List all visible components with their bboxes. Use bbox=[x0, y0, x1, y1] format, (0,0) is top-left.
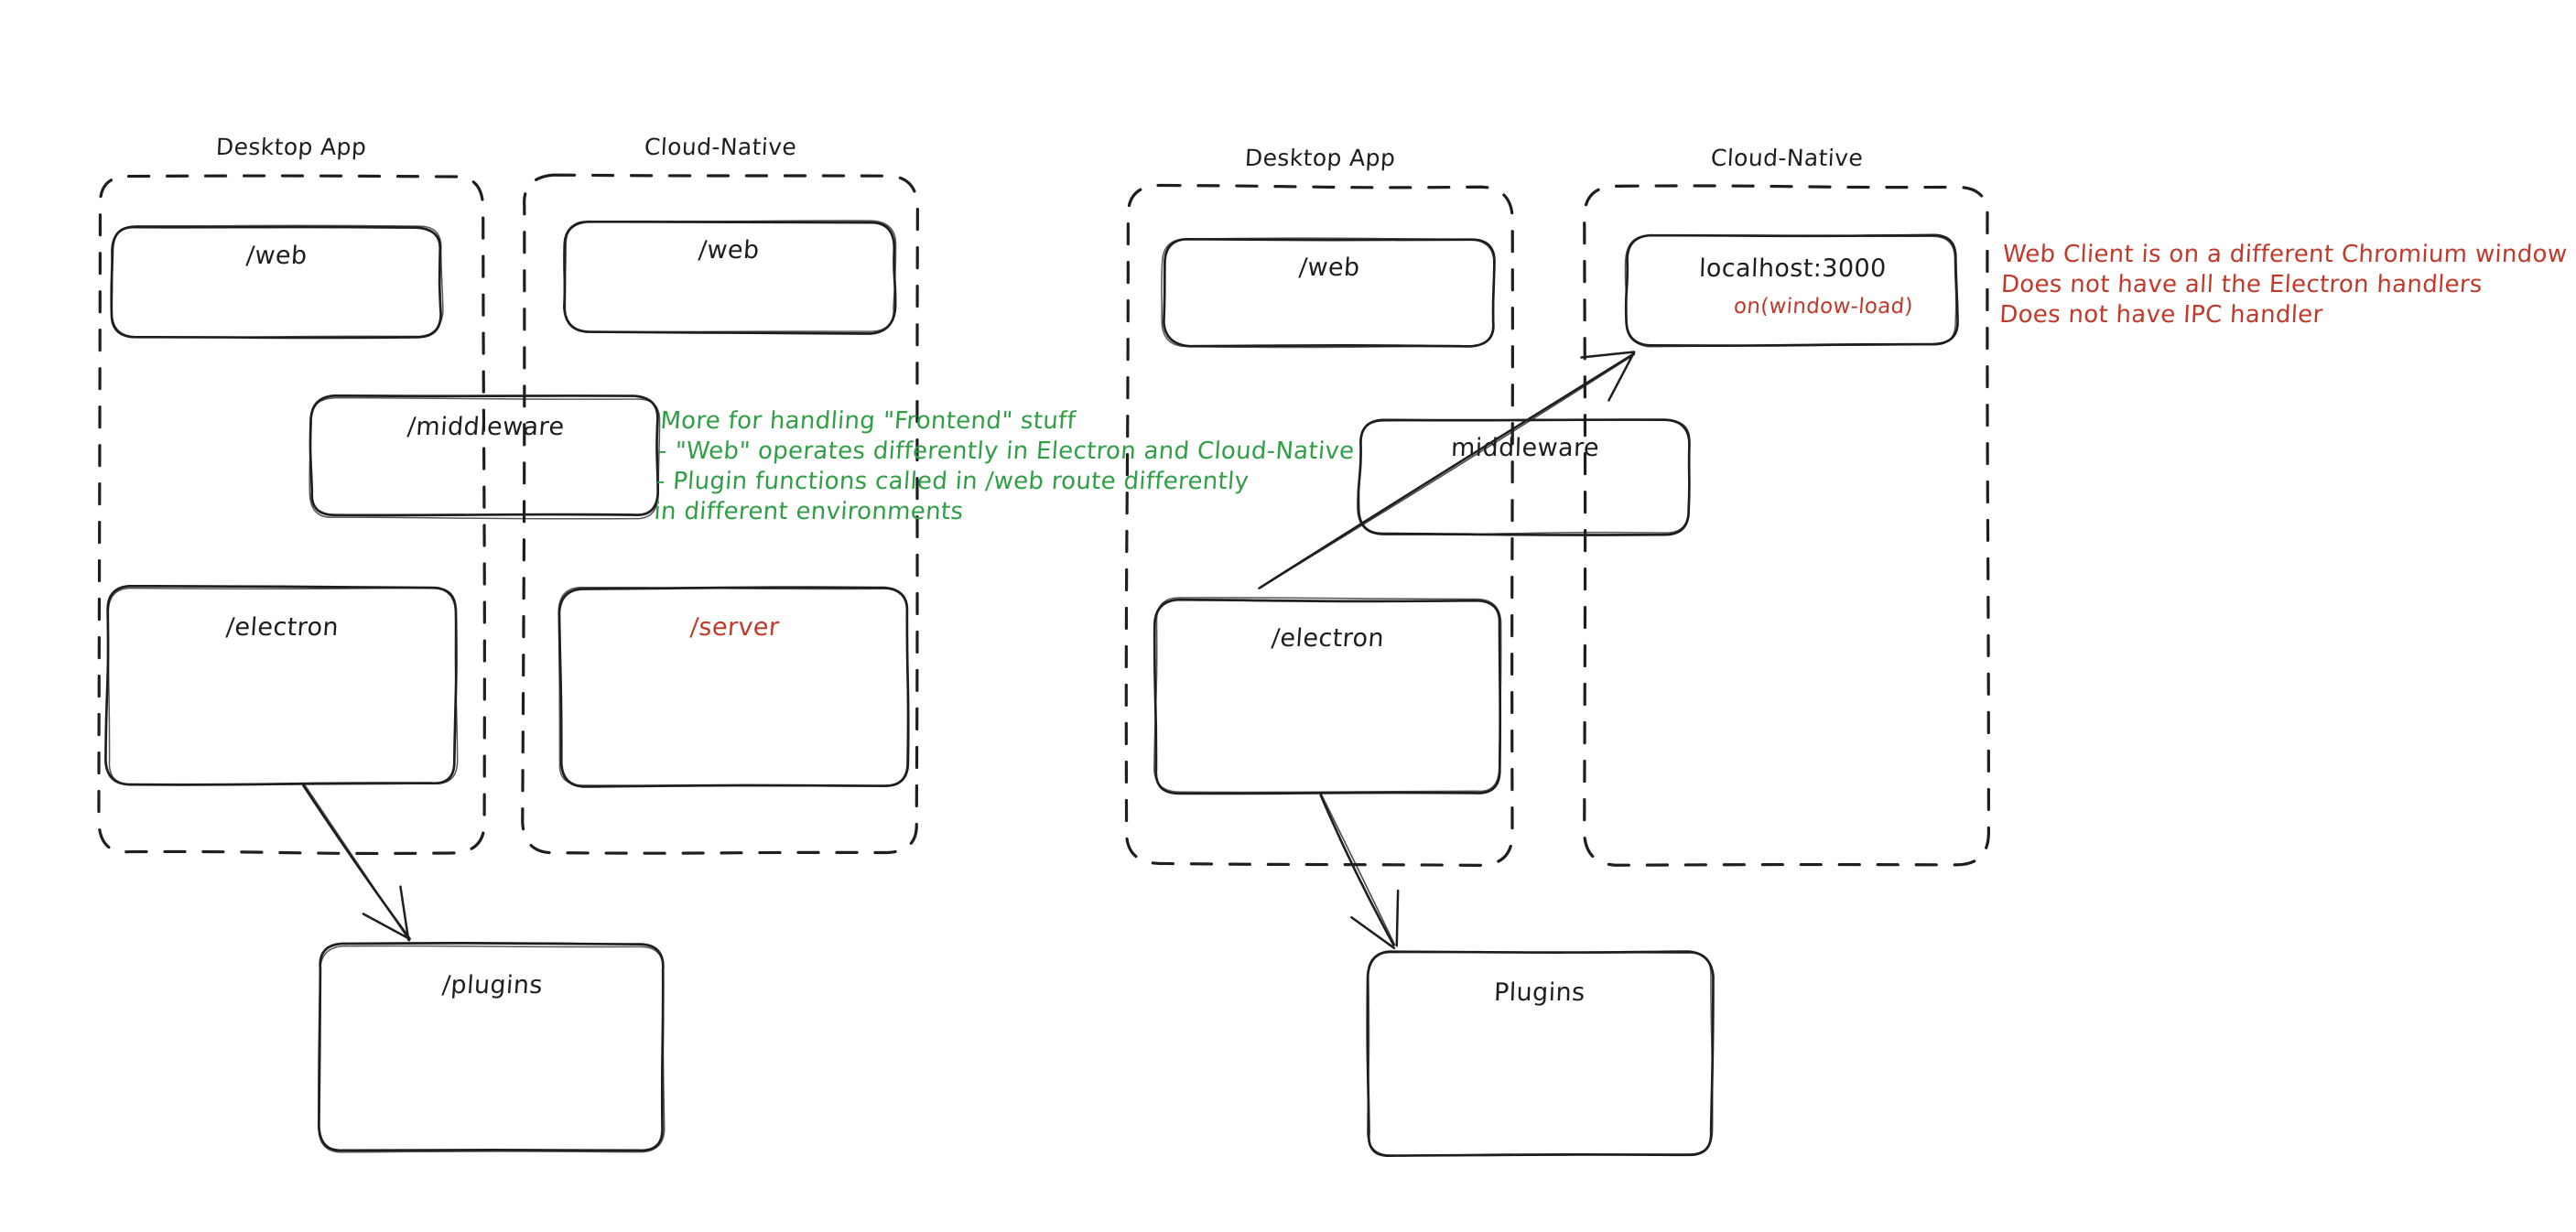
node-label-right-middleware: middleware bbox=[1450, 434, 1600, 463]
group-container-right-cloud bbox=[1583, 184, 1990, 867]
group-container-left-desktop bbox=[97, 174, 486, 856]
node-label-left-cloud-web: /web bbox=[697, 235, 761, 265]
node-label-left-middleware: /middleware bbox=[406, 412, 566, 441]
group-title-left-desktop: Desktop App bbox=[215, 134, 368, 160]
note-green-line-0: More for handling "Frontend" stuff bbox=[659, 407, 1077, 435]
group-title-left-cloud: Cloud-Native bbox=[644, 134, 797, 160]
node-label-left-server: /server bbox=[688, 613, 780, 643]
group-title-right-cloud: Cloud-Native bbox=[1710, 145, 1864, 171]
node-label-left-electron: /electron bbox=[224, 613, 340, 643]
note-red-line-0: Web Client is on a different Chromium wi… bbox=[2001, 241, 2569, 268]
node-label-right-desktop-web: /web bbox=[1297, 254, 1361, 283]
note-green-line-3: in different environments bbox=[653, 498, 965, 525]
note-red-line-1: Does not have all the Electron handlers bbox=[2000, 271, 2484, 298]
node-sublabel-right-localhost: on(window-load) bbox=[1733, 295, 1914, 319]
arrow-left-electron-to-plugins bbox=[302, 784, 411, 942]
node-label-right-localhost: localhost:3000 bbox=[1697, 254, 1887, 283]
node-label-right-electron: /electron bbox=[1270, 623, 1385, 653]
note-red-line-2: Does not have IPC handler bbox=[1998, 301, 2324, 329]
note-green-line-1: - "Web" operates differently in Electron… bbox=[657, 438, 1356, 465]
node-box-right-localhost[interactable] bbox=[1624, 233, 1959, 348]
group-title-right-desktop: Desktop App bbox=[1244, 145, 1397, 171]
node-label-right-plugins: Plugins bbox=[1493, 978, 1586, 1007]
note-green-frontend: More for handling "Frontend" stuff - "Web… bbox=[653, 406, 1357, 527]
note-red-web-client: Web Client is on a different Chromium wi… bbox=[1998, 240, 2569, 330]
note-green-line-2: - Plugin functions called in /web route … bbox=[655, 468, 1250, 495]
node-label-left-desktop-web: /web bbox=[244, 241, 308, 270]
node-label-left-plugins: /plugins bbox=[440, 971, 544, 1000]
arrow-right-electron-to-plugins bbox=[1319, 794, 1400, 950]
